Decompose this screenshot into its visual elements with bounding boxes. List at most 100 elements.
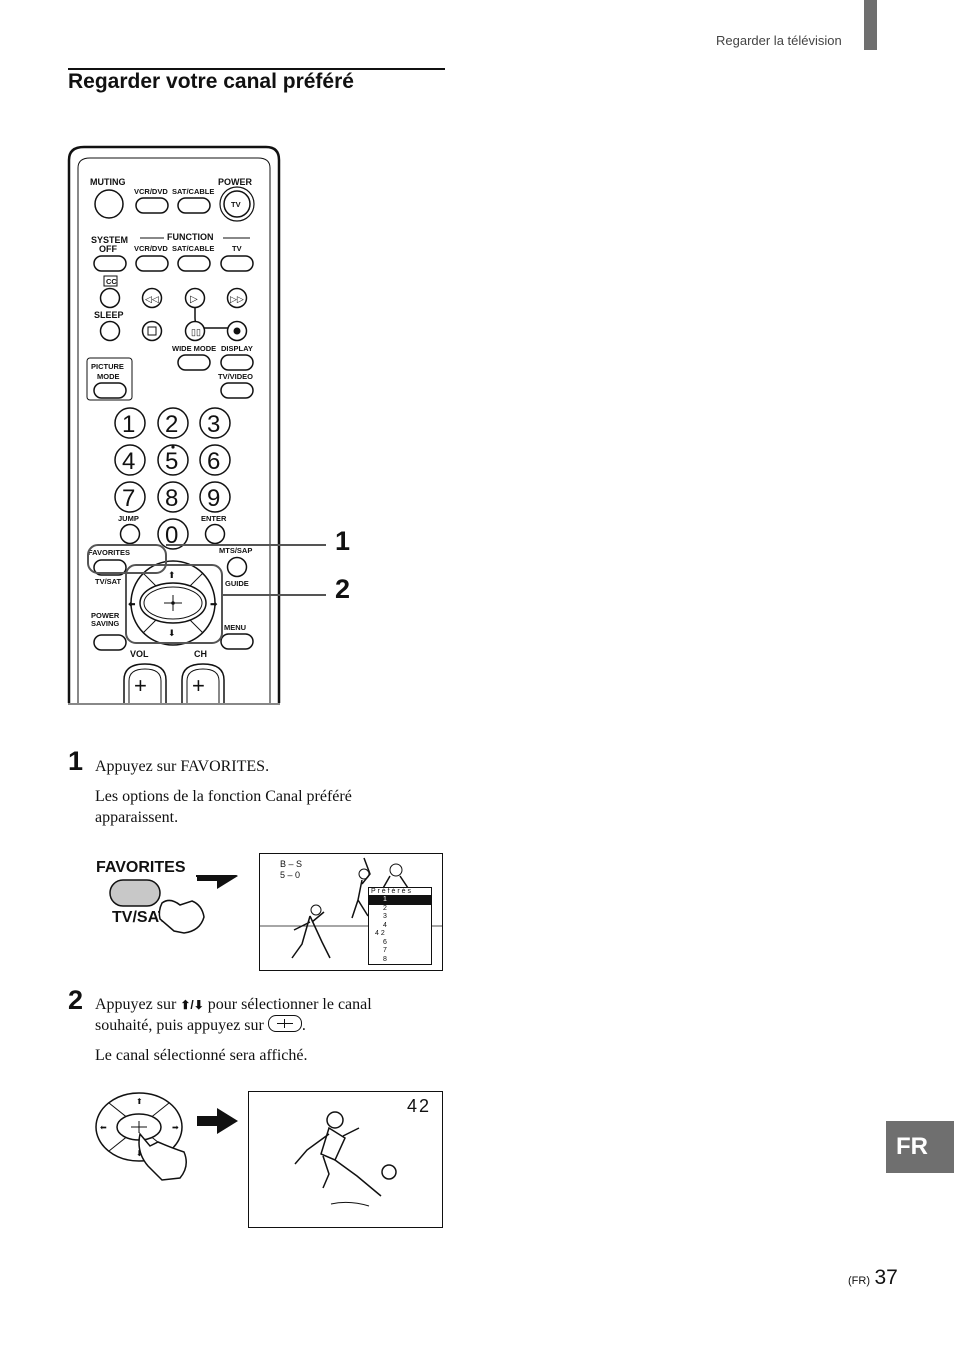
stop-button[interactable] bbox=[141, 320, 163, 342]
rewind-icon: ◁◁ bbox=[145, 294, 159, 304]
tv-video-button[interactable] bbox=[220, 382, 254, 399]
digit-9-button[interactable] bbox=[199, 481, 231, 513]
dpad-press-illustration: ⬆ ⬇ ⬅ ➡ bbox=[95, 1092, 238, 1181]
arrow-right-icon bbox=[197, 1108, 238, 1134]
cc-button[interactable] bbox=[99, 287, 121, 309]
tv-sat-label: TV/SAT bbox=[95, 577, 122, 586]
number-keypad: 1 2 3 4 5 6 7 8 9 0 bbox=[114, 407, 231, 550]
step-2-text-c: souhaité, puis appuyez sur bbox=[95, 1017, 264, 1034]
saving-label: SAVING bbox=[91, 619, 119, 628]
fast-forward-button[interactable] bbox=[226, 287, 248, 309]
channel-rocker[interactable] bbox=[181, 663, 225, 703]
function-vcr-dvd-label: VCR/DVD bbox=[134, 244, 168, 253]
center-button-icon bbox=[267, 1015, 302, 1032]
enter-label: ENTER bbox=[201, 514, 227, 523]
digit-5-label: 5 bbox=[165, 448, 178, 475]
favorites-menu[interactable]: P r é f é r é s 1 2 3 4 4 2 6 7 8 bbox=[368, 887, 432, 965]
display-button[interactable] bbox=[220, 354, 254, 371]
digit-0-button[interactable] bbox=[157, 518, 189, 550]
pause-button[interactable] bbox=[184, 320, 206, 342]
step-2-number: 2 bbox=[68, 985, 84, 1015]
power-vcr-dvd-button[interactable] bbox=[135, 197, 169, 214]
favorites-menu-item[interactable]: 7 bbox=[383, 947, 387, 954]
favorites-menu-item[interactable]: 2 bbox=[383, 904, 387, 912]
digit-7-button[interactable] bbox=[114, 481, 146, 513]
sleep-button[interactable] bbox=[99, 320, 121, 342]
favorites-button[interactable] bbox=[93, 559, 127, 576]
digit-1-label: 1 bbox=[122, 411, 135, 438]
step-1-number: 1 bbox=[68, 746, 84, 776]
favorites-menu-item[interactable]: 3 bbox=[383, 913, 387, 920]
digit-3-label: 3 bbox=[207, 411, 220, 438]
pointing-hand-icon bbox=[158, 899, 205, 934]
enter-button[interactable] bbox=[204, 523, 226, 545]
muting-button[interactable] bbox=[94, 189, 124, 219]
power-sat-cable-button[interactable] bbox=[177, 197, 211, 214]
favorites-menu-item[interactable]: 1 bbox=[369, 896, 431, 905]
left-arrow-icon: ⬅ bbox=[128, 599, 136, 609]
system-off-button[interactable] bbox=[93, 255, 127, 272]
digit-2-button[interactable] bbox=[157, 407, 189, 439]
digit-3-button[interactable] bbox=[199, 407, 231, 439]
favorites-menu-item[interactable]: 4 bbox=[383, 921, 387, 929]
page-number: (FR) 37 bbox=[848, 1266, 898, 1290]
mts-sap-button[interactable] bbox=[226, 556, 248, 578]
score-line-2: 5 – 0 bbox=[280, 870, 301, 880]
callout-number-1: 1 bbox=[335, 526, 351, 556]
stop-icon bbox=[147, 326, 157, 336]
play-button[interactable] bbox=[184, 287, 206, 309]
favorites-menu-item[interactable]: 4 2 bbox=[375, 930, 385, 937]
wide-mode-label: WIDE MODE bbox=[172, 344, 216, 353]
favorites-menu-title: P r é f é r é s bbox=[369, 888, 431, 896]
step-1-note-line-2: apparaissent. bbox=[95, 809, 179, 826]
picture-mode-button[interactable] bbox=[93, 382, 127, 399]
jump-button[interactable] bbox=[119, 523, 141, 545]
system-label: SYSTEM bbox=[91, 235, 128, 245]
rewind-button[interactable] bbox=[141, 287, 163, 309]
volume-rocker[interactable] bbox=[123, 663, 167, 703]
fast-forward-icon: ▷▷ bbox=[230, 294, 244, 304]
svg-text:⬅: ⬅ bbox=[100, 1123, 107, 1132]
function-tv-button[interactable] bbox=[220, 255, 254, 272]
vcr-dvd-label: VCR/DVD bbox=[134, 187, 168, 196]
power-label: POWER bbox=[218, 177, 253, 187]
record-icon bbox=[233, 327, 241, 335]
svg-text:⬇: ⬇ bbox=[136, 1149, 143, 1158]
favorites-button-caption: FAVORITES bbox=[96, 859, 186, 876]
function-vcr-dvd-button[interactable] bbox=[135, 255, 169, 272]
guide-label: GUIDE bbox=[225, 579, 249, 588]
favorites-label: FAVORITES bbox=[88, 548, 130, 557]
favorites-key[interactable] bbox=[109, 879, 161, 907]
power-tv-button[interactable] bbox=[223, 190, 251, 218]
jump-label: JUMP bbox=[118, 514, 139, 523]
play-icon: ▷ bbox=[190, 294, 198, 305]
power-label-2: POWER bbox=[91, 611, 120, 620]
arrow-right-icon bbox=[197, 875, 238, 889]
digit-1-button[interactable] bbox=[114, 407, 146, 439]
page-prefix: (FR) bbox=[848, 1275, 870, 1287]
function-label: FUNCTION bbox=[167, 232, 214, 242]
digit-8-button[interactable] bbox=[157, 481, 189, 513]
soccer-player-image bbox=[294, 1111, 397, 1207]
function-tv-label: TV bbox=[232, 244, 242, 253]
mts-sap-label: MTS/SAP bbox=[219, 546, 252, 555]
digit-4-button[interactable] bbox=[114, 444, 146, 476]
digit-8-label: 8 bbox=[165, 485, 178, 512]
digit-5-button[interactable] bbox=[157, 444, 189, 476]
mode-label: MODE bbox=[97, 372, 120, 381]
favorites-menu-item[interactable]: 6 bbox=[383, 938, 387, 946]
digit-6-button[interactable] bbox=[199, 444, 231, 476]
power-saving-button[interactable] bbox=[93, 634, 127, 651]
baseball-scene-image bbox=[260, 857, 442, 959]
remote-illustration: MUTING POWER VCR/DVD SAT/CABLE TV SYSTEM… bbox=[67, 145, 326, 705]
tv-screen-channel: 42 bbox=[248, 1091, 443, 1228]
wide-mode-button[interactable] bbox=[177, 354, 211, 371]
favorites-menu-item[interactable]: 8 bbox=[383, 955, 387, 963]
menu-button[interactable] bbox=[220, 633, 254, 650]
channel-number: 42 bbox=[407, 1096, 432, 1116]
function-sat-cable-button[interactable] bbox=[177, 255, 211, 272]
score-line-1: B – S bbox=[280, 859, 303, 869]
channel-plus-icon: + bbox=[192, 673, 205, 698]
volume-plus-icon: + bbox=[134, 673, 147, 698]
off-label: OFF bbox=[99, 244, 117, 254]
